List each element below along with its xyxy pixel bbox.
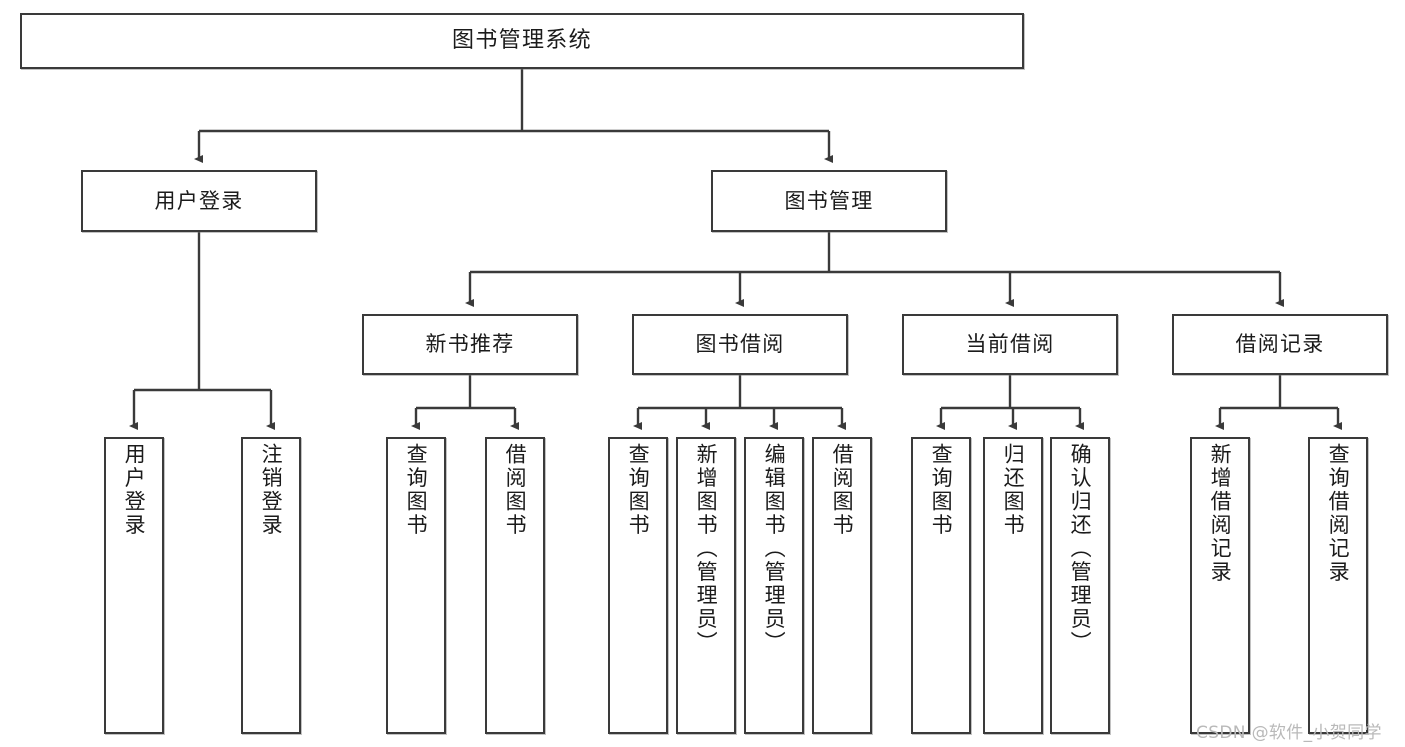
node-label: 编辑图书（管理员） [762, 443, 787, 655]
node-label: 借阅图书 [830, 443, 855, 538]
node-label: 新增借阅记录 [1208, 443, 1233, 585]
node-label: 用户登录 [154, 188, 244, 213]
node-borrow-record[interactable]: 借阅记录 [1172, 314, 1388, 375]
node-leaf-user-login[interactable]: 用户登录 [104, 437, 164, 734]
node-leaf-borrow-book-1[interactable]: 借阅图书 [485, 437, 545, 734]
node-label: 图书借阅 [695, 332, 785, 357]
node-label: 借阅记录 [1235, 332, 1325, 357]
csdn-watermark: CSDN @软件_小贺同学 [1196, 723, 1382, 743]
node-new-book-rec[interactable]: 新书推荐 [362, 314, 578, 375]
node-label: 新书推荐 [425, 332, 515, 357]
node-label: 查询借阅记录 [1326, 443, 1351, 585]
node-leaf-borrow-book-2[interactable]: 借阅图书 [812, 437, 872, 734]
node-label: 图书管理系统 [452, 28, 592, 54]
node-user-login[interactable]: 用户登录 [81, 170, 317, 232]
node-leaf-confirm-return[interactable]: 确认归还（管理员） [1050, 437, 1110, 734]
node-leaf-edit-book[interactable]: 编辑图书（管理员） [744, 437, 804, 734]
node-root[interactable]: 图书管理系统 [20, 13, 1024, 69]
node-leaf-add-record[interactable]: 新增借阅记录 [1190, 437, 1250, 734]
node-label: 归还图书 [1001, 443, 1026, 538]
node-leaf-logout[interactable]: 注销登录 [241, 437, 301, 734]
node-label: 用户登录 [122, 443, 147, 538]
node-label: 查询图书 [929, 443, 954, 538]
node-leaf-query-record[interactable]: 查询借阅记录 [1308, 437, 1368, 734]
node-current-borrow[interactable]: 当前借阅 [902, 314, 1118, 375]
node-leaf-query-book-3[interactable]: 查询图书 [911, 437, 971, 734]
node-label: 确认归还（管理员） [1068, 443, 1093, 655]
node-leaf-query-book-2[interactable]: 查询图书 [608, 437, 668, 734]
node-label: 当前借阅 [965, 332, 1055, 357]
node-label: 新增图书（管理员） [694, 443, 719, 655]
node-book-borrow[interactable]: 图书借阅 [632, 314, 848, 375]
node-book-manage[interactable]: 图书管理 [711, 170, 947, 232]
node-leaf-return-book[interactable]: 归还图书 [983, 437, 1043, 734]
node-label: 图书管理 [784, 188, 874, 213]
node-label: 查询图书 [404, 443, 429, 538]
node-label: 注销登录 [259, 443, 284, 538]
node-leaf-query-book-1[interactable]: 查询图书 [386, 437, 446, 734]
node-label: 借阅图书 [503, 443, 528, 538]
node-label: 查询图书 [626, 443, 651, 538]
node-leaf-add-book[interactable]: 新增图书（管理员） [676, 437, 736, 734]
